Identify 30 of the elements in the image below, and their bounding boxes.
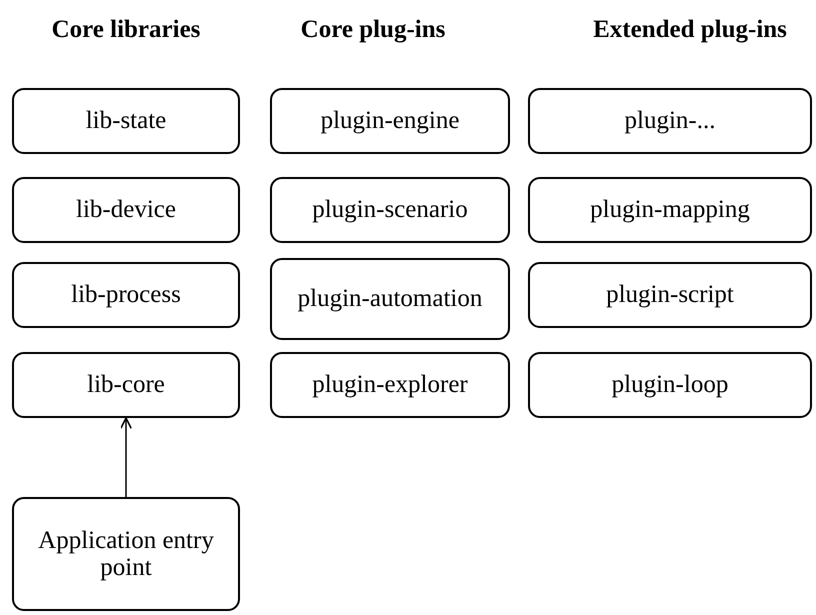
arrow: [120, 417, 132, 497]
module-box: [12, 88, 240, 154]
module-name: lib-device: [76, 196, 176, 224]
module-name: Application entry point: [37, 526, 215, 582]
module-box: [528, 352, 812, 418]
module-box: [12, 352, 240, 418]
module-name: lib-state: [86, 107, 166, 135]
module-box: [528, 88, 812, 154]
module-box: [12, 497, 240, 611]
module-name: plugin-mapping: [590, 196, 750, 224]
module-box: [528, 177, 812, 243]
module-name: plugin-...: [624, 107, 716, 135]
module-box: [12, 177, 240, 243]
module-name: lib-process: [71, 281, 181, 309]
module-box: [270, 88, 510, 154]
module-name: plugin-script: [606, 281, 734, 309]
module-name: plugin-automation: [298, 285, 482, 313]
module-name: plugin-scenario: [312, 196, 468, 224]
module-box: [270, 258, 510, 340]
module-box: [528, 262, 812, 328]
module-box: [12, 262, 240, 328]
module-box: [270, 352, 510, 418]
column-heading: Extended plug-ins: [593, 16, 787, 44]
module-name: plugin-explorer: [312, 371, 468, 399]
module-name: plugin-engine: [320, 107, 460, 135]
column-heading: Core libraries: [52, 16, 200, 44]
module-name: plugin-loop: [612, 371, 728, 399]
module-box: [270, 177, 510, 243]
column-heading: Core plug-ins: [300, 16, 446, 44]
module-name: lib-core: [87, 371, 165, 399]
